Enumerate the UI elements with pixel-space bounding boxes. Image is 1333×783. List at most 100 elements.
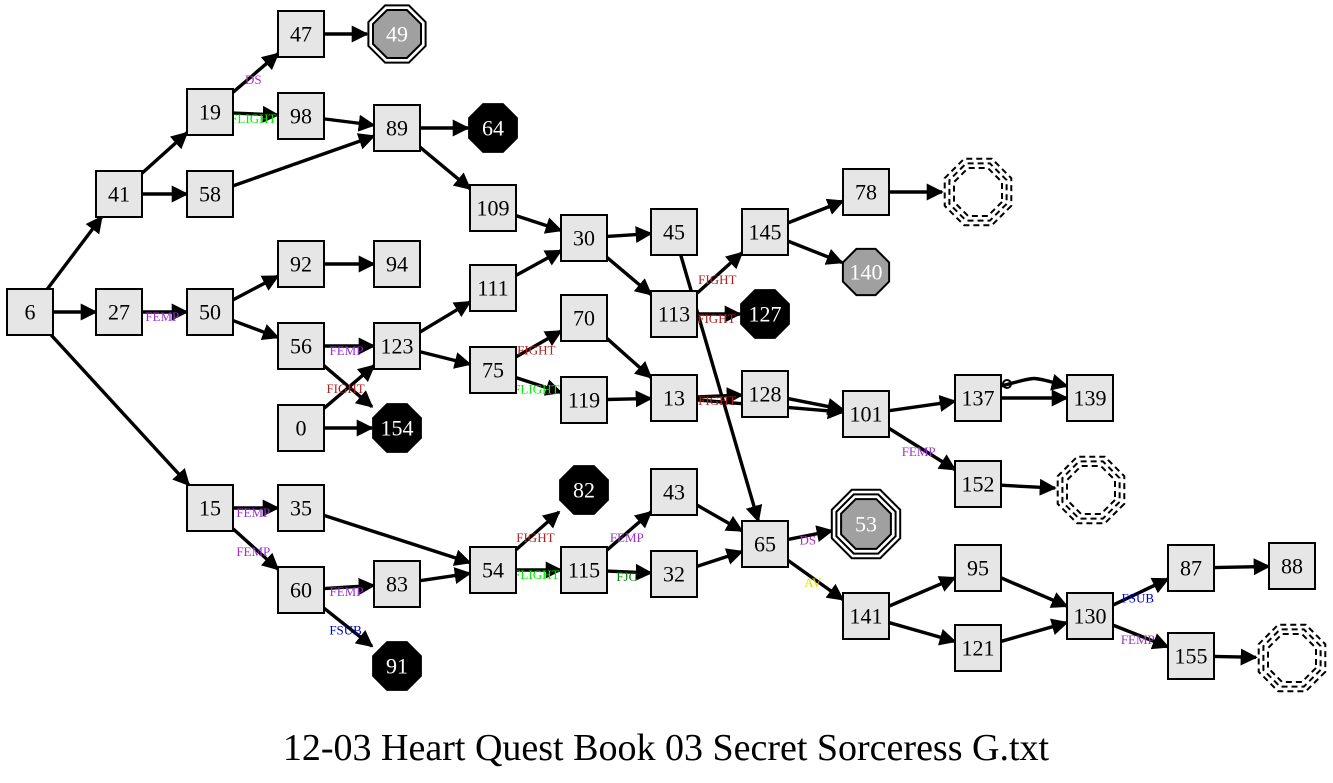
edge-6-15 [49,333,191,487]
edge-35-54 [323,513,472,566]
node-label: 130 [1074,604,1107,629]
node-43: 43 [650,468,698,516]
node-label: 94 [386,252,408,277]
edge-label: FIGHT [697,311,735,326]
edge-19-47 [231,52,280,94]
node-58: 58 [186,170,234,218]
node-35: 35 [277,484,325,532]
edge-109-30 [515,213,563,234]
node-end-78 [943,157,1013,227]
edge-152-end-152 [1000,478,1057,496]
edge-label: FEMP [330,584,364,599]
node-130: 130 [1066,592,1114,640]
node-0: 0 [277,404,325,452]
node-152: 152 [954,460,1002,508]
node-label: 111 [477,276,508,301]
edge-43-65 [696,503,744,533]
node-label: 41 [108,182,130,207]
node-label: 15 [199,496,221,521]
node-141: 141 [842,592,890,640]
node-label: 43 [663,480,685,505]
node-139: 139 [1066,374,1114,422]
node-label: 13 [663,386,685,411]
edge-128-101 [787,396,845,415]
node-label: 58 [199,182,221,207]
node-45: 45 [650,208,698,256]
edge-labels-layer: DS FLIGHT FEMP FEMP FIGHT FIGHT FLIGHT FIGHT FIG… [145,72,1154,647]
edge-137-139 [1000,374,1069,391]
edge-label: FLIGHT [513,567,559,582]
node-label: 47 [290,22,312,47]
node-end-155 [1257,623,1327,693]
node-label: 65 [754,532,776,557]
node-label: 88 [1281,554,1303,579]
edge-121-130 [1000,618,1069,644]
node-64: 64 [468,103,518,153]
node-label: 50 [199,300,221,325]
edge-113-145 [695,251,744,295]
edge-label: FSUB [329,622,362,637]
node-115: 115 [560,546,608,594]
edge-label: AV [804,575,822,590]
node-label: 19 [199,100,221,125]
node-53: 53 [830,488,902,560]
node-56: 56 [277,322,325,370]
node-88: 88 [1268,542,1316,590]
edge-19-98 [232,105,280,123]
node-32: 32 [650,550,698,598]
edge-label: FIGHT [698,393,736,408]
edge-101-152 [888,426,957,472]
node-6: 6 [6,288,54,336]
node-30: 30 [560,214,608,262]
edge-label: FEMP [1121,632,1155,647]
edge-60-83 [323,577,376,595]
node-101: 101 [842,390,890,438]
node-95: 95 [954,544,1002,592]
node-label: 82 [573,478,595,503]
node-label: 145 [749,220,782,245]
edge-label: FIGHT [698,272,736,287]
edge-65-53 [787,525,834,543]
node-47: 47 [277,10,325,58]
node-128: 128 [741,370,789,418]
node-label: 127 [749,302,782,327]
edge-label: FIGHT [517,342,555,357]
node-label: 101 [850,402,883,427]
node-140: 140 [841,247,891,297]
edge-95-130 [1000,576,1069,608]
node-label: 0 [296,416,307,441]
node-65: 65 [741,520,789,568]
edge-115-43 [605,510,653,552]
node-113: 113 [650,290,698,338]
edge-label: FEMP [236,544,270,559]
edge-89-109 [418,145,472,191]
node-label: 140 [850,260,883,285]
node-label: 91 [386,654,408,679]
edge-101-137 [888,395,957,413]
node-154: 154 [372,403,422,453]
node-94: 94 [373,240,421,288]
edge-15-60 [231,527,280,571]
edge-label: FEMP [902,444,936,459]
node-label: 64 [482,116,504,141]
node-41: 41 [95,170,143,218]
node-label: 35 [290,496,312,521]
node-70: 70 [560,294,608,342]
edge-111-30 [515,249,563,277]
edge-130-155 [1112,623,1170,650]
edge-141-95 [888,576,957,608]
graph-title: 12-03 Heart Quest Book 03 Secret Sorcere… [283,727,1050,769]
node-label: 30 [573,226,595,251]
edge-label: FLIGHT [513,381,559,396]
node-label: 56 [290,334,312,359]
edge-6-41 [45,215,104,291]
node-end-152 [1056,455,1126,525]
node-155: 155 [1167,632,1215,680]
edge-130-87 [1112,577,1170,607]
node-19: 19 [186,88,234,136]
edge-119-13 [606,390,653,408]
edge-label: DS [245,72,262,87]
edge-13-128 [696,387,744,405]
node-label: 98 [290,104,312,129]
